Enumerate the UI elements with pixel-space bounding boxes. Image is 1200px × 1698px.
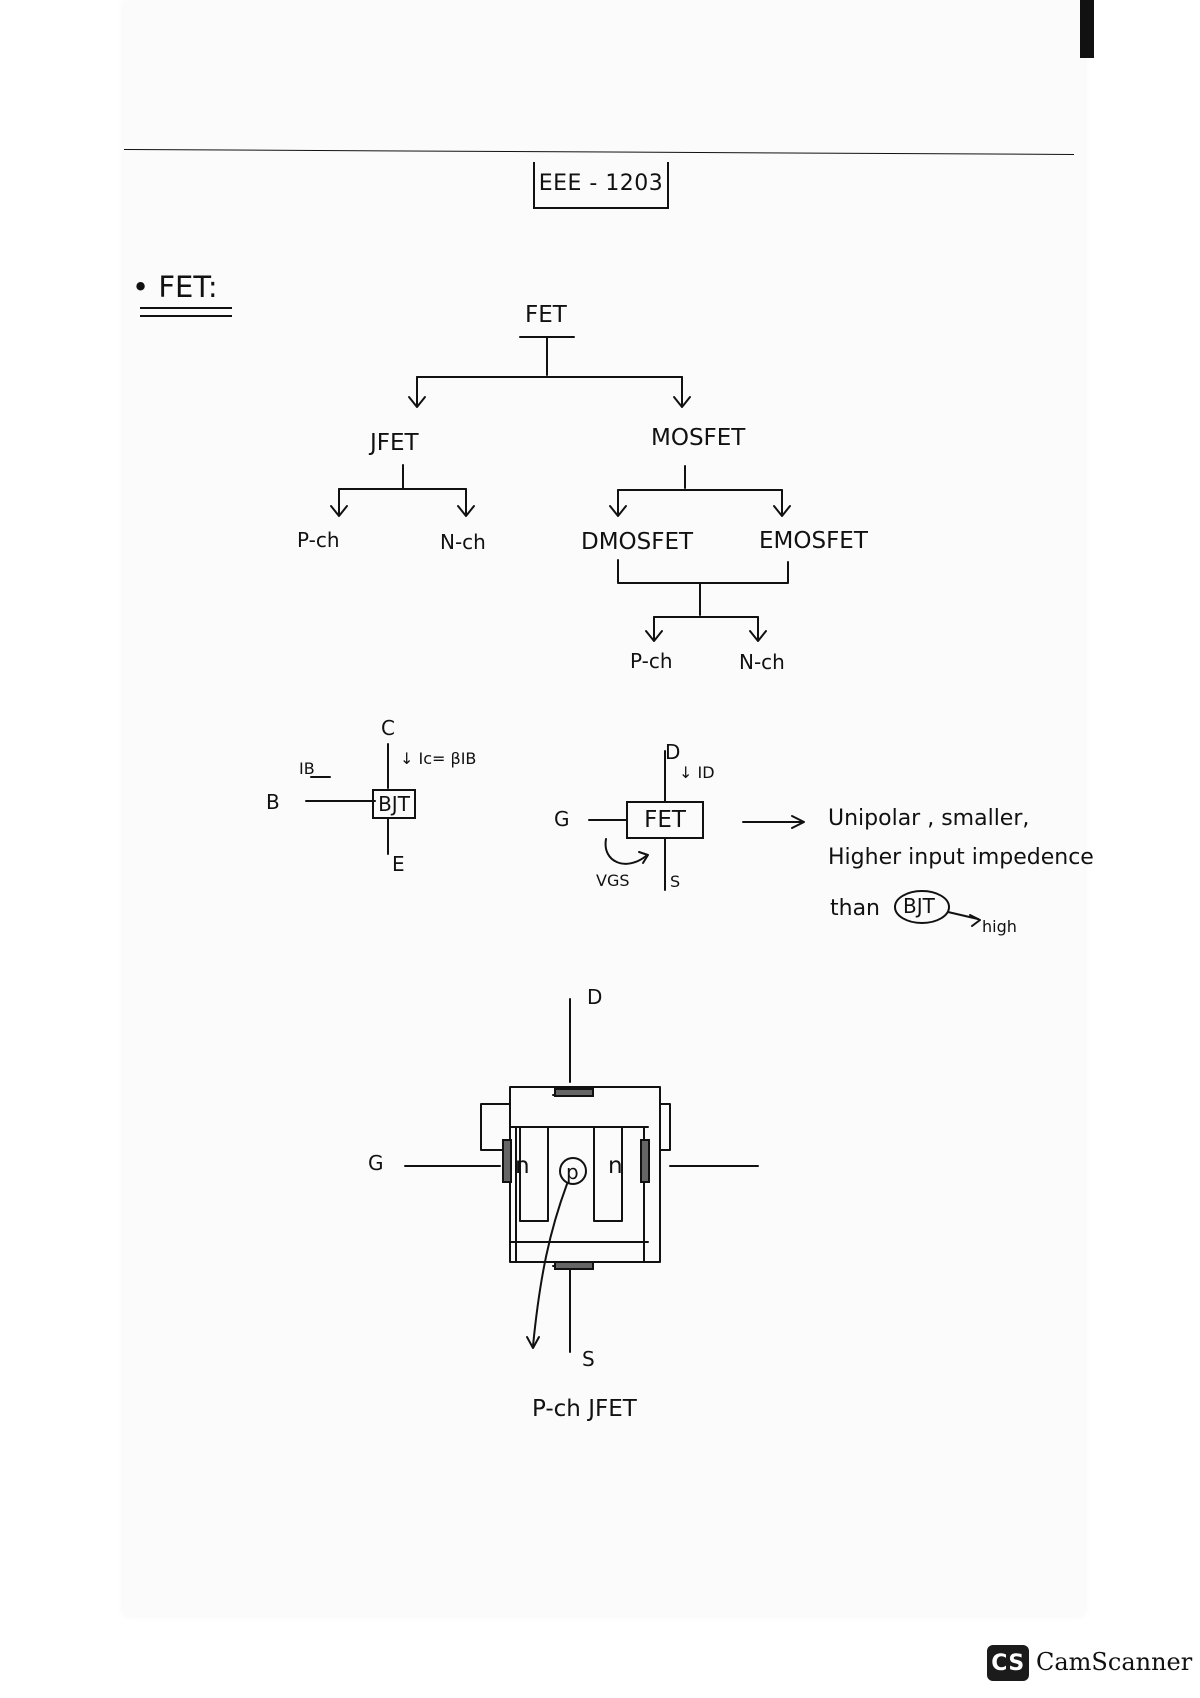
comparison-note-line1: Unipolar , smaller, [828, 806, 1030, 831]
bjt-base-current-label: IB [299, 759, 315, 778]
fet-vgs-label: VGS [596, 871, 630, 890]
p-channel-label: p [566, 1160, 579, 1184]
jfet-structure-drain-label: D [587, 985, 603, 1009]
bjt-emitter-label: E [392, 852, 405, 876]
notebook-page [124, 0, 1084, 1615]
bjt-current-relation: ↓ Ic= βIB [400, 749, 477, 768]
dmosfet-label: DMOSFET [581, 529, 694, 555]
mos-nch-label: N-ch [739, 650, 785, 674]
jfet-pch-label: P-ch [297, 528, 340, 552]
bjt-box-label: BJT [378, 792, 410, 816]
jfet-structure-gate-label: G [368, 1151, 384, 1175]
fet-box: FET [626, 801, 704, 839]
camscanner-text: CamScanner [1036, 1648, 1193, 1676]
comparison-side-note: high [982, 917, 1017, 936]
course-code-label: EEE - 1203 [538, 171, 664, 196]
emosfet-label: EMOSFET [759, 528, 868, 554]
course-code-tab: EEE - 1203 [533, 162, 669, 209]
section-title-underline [140, 307, 232, 317]
page-binding-strip [1080, 0, 1094, 58]
jfet-structure-source-label: S [582, 1347, 595, 1371]
bjt-collector-label: C [381, 716, 395, 740]
jfet-structure-caption: P-ch JFET [532, 1396, 637, 1422]
tree-root-label: FET [525, 302, 567, 328]
section-title: • FET: [132, 270, 218, 304]
fet-gate-label: G [554, 807, 570, 831]
comparison-circled-bjt: BJT [903, 894, 935, 918]
tree-jfet-label: JFET [370, 430, 419, 456]
comparison-note-line2: Higher input impedence [828, 845, 1094, 870]
mos-pch-label: P-ch [630, 649, 673, 673]
right-n-region-label: n [608, 1153, 623, 1179]
jfet-nch-label: N-ch [440, 530, 486, 554]
fet-drain-current-label: ↓ ID [679, 763, 715, 782]
bjt-box: BJT [372, 789, 416, 819]
tree-mosfet-label: MOSFET [651, 425, 746, 451]
fet-drain-label: D [665, 740, 681, 764]
camscanner-logo: CS [987, 1645, 1029, 1681]
left-n-region-label: n [515, 1153, 530, 1179]
fet-source-label: S [670, 872, 681, 891]
comparison-note-line3-prefix: than [830, 896, 880, 921]
bjt-base-label: B [266, 790, 280, 814]
fet-box-label: FET [644, 807, 686, 833]
